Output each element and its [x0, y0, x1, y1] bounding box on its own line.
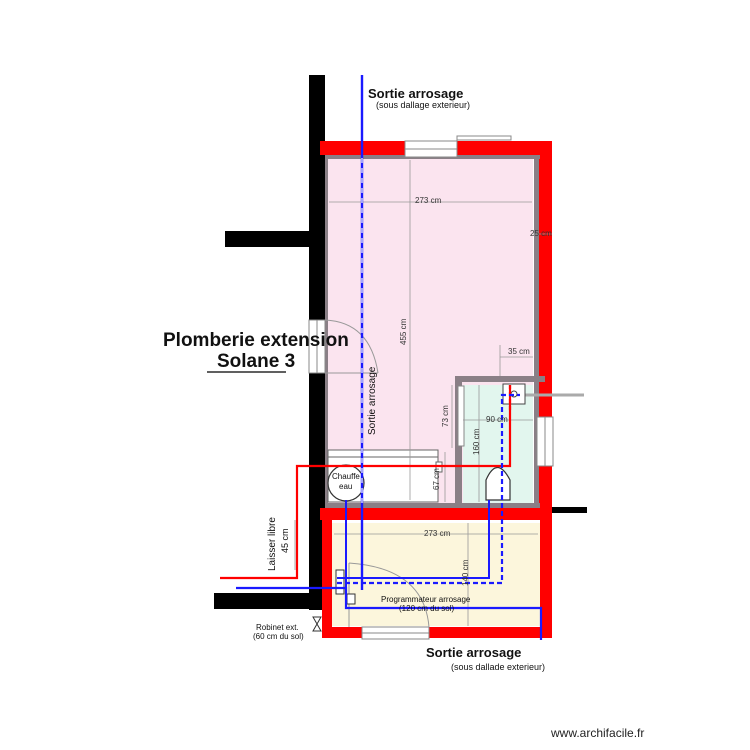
dim-273-bottom: 273 cm [424, 529, 451, 538]
dim-273-top: 273 cm [415, 196, 442, 205]
blue-pipe-outlet [236, 586, 543, 640]
dim-160: 160 cm [472, 428, 481, 455]
door-swing-lower [348, 562, 430, 628]
title-line-2: Solane 3 [217, 351, 296, 372]
programmateur-line-1: Programmateur arrosage [381, 595, 471, 604]
window-top-sill [456, 135, 512, 141]
dim-67: 67 cm [432, 468, 441, 490]
toilet-icon [485, 466, 511, 501]
red-wall-middle [320, 508, 552, 520]
inner-wall-bottom [325, 503, 540, 508]
red-pipe [220, 385, 512, 580]
sortie-bottom-title: Sortie arrosage [426, 645, 522, 660]
black-wall-stub-bottom [214, 593, 324, 609]
shower-partition-top [455, 376, 545, 382]
sortie-bottom-sub: (sous dallade exterieur) [451, 662, 546, 672]
dim-90: 90 cm [486, 415, 508, 424]
red-wall-bottom-left [322, 627, 362, 638]
red-wall-top-right [457, 141, 550, 155]
title-line-1: Plomberie extension [163, 330, 349, 351]
chauffe-eau-line-1: Chauffe [332, 472, 360, 481]
robinet-icon [312, 616, 322, 632]
blue-pipe-toilet [337, 393, 520, 585]
robinet-line-1: Robinet ext. [256, 623, 299, 632]
red-wall-right-lower [539, 466, 552, 513]
inner-wall-right [534, 155, 539, 505]
inner-wall-left [325, 155, 328, 510]
programmer-box-icon [346, 593, 356, 605]
chauffe-eau-line-2: eau [339, 482, 353, 491]
door-swing-left [324, 319, 379, 374]
dim-455: 455 cm [399, 318, 408, 345]
red-wall-lower-left [322, 508, 332, 638]
laisser-libre-line-1: Laisser libre [267, 517, 278, 571]
red-wall-right-upper [539, 141, 552, 417]
programmateur-line-2: (120 cm du sol) [399, 604, 455, 613]
watermark[interactable]: www.archifacile.fr [551, 726, 645, 740]
dim-73: 73 cm [441, 405, 450, 427]
sortie-top-sub: (sous dallage exterieur) [376, 100, 471, 110]
robinet-line-2: (60 cm du sol) [253, 632, 304, 641]
red-wall-bottom-right [429, 627, 552, 638]
sortie-vertical-label: Sortie arrosage [367, 366, 378, 435]
dim-35: 35 cm [508, 347, 530, 356]
blue-pipe-secondary [337, 500, 490, 579]
sortie-top-title: Sortie arrosage [368, 86, 464, 101]
black-wall-stub-top [225, 231, 315, 247]
dim-25: 25 cm [530, 229, 552, 238]
laisser-libre-line-2: 45 cm [280, 528, 290, 553]
shower-tray [457, 385, 465, 447]
red-wall-lower-right [540, 508, 552, 638]
dim-140: 140 cm [461, 559, 470, 586]
